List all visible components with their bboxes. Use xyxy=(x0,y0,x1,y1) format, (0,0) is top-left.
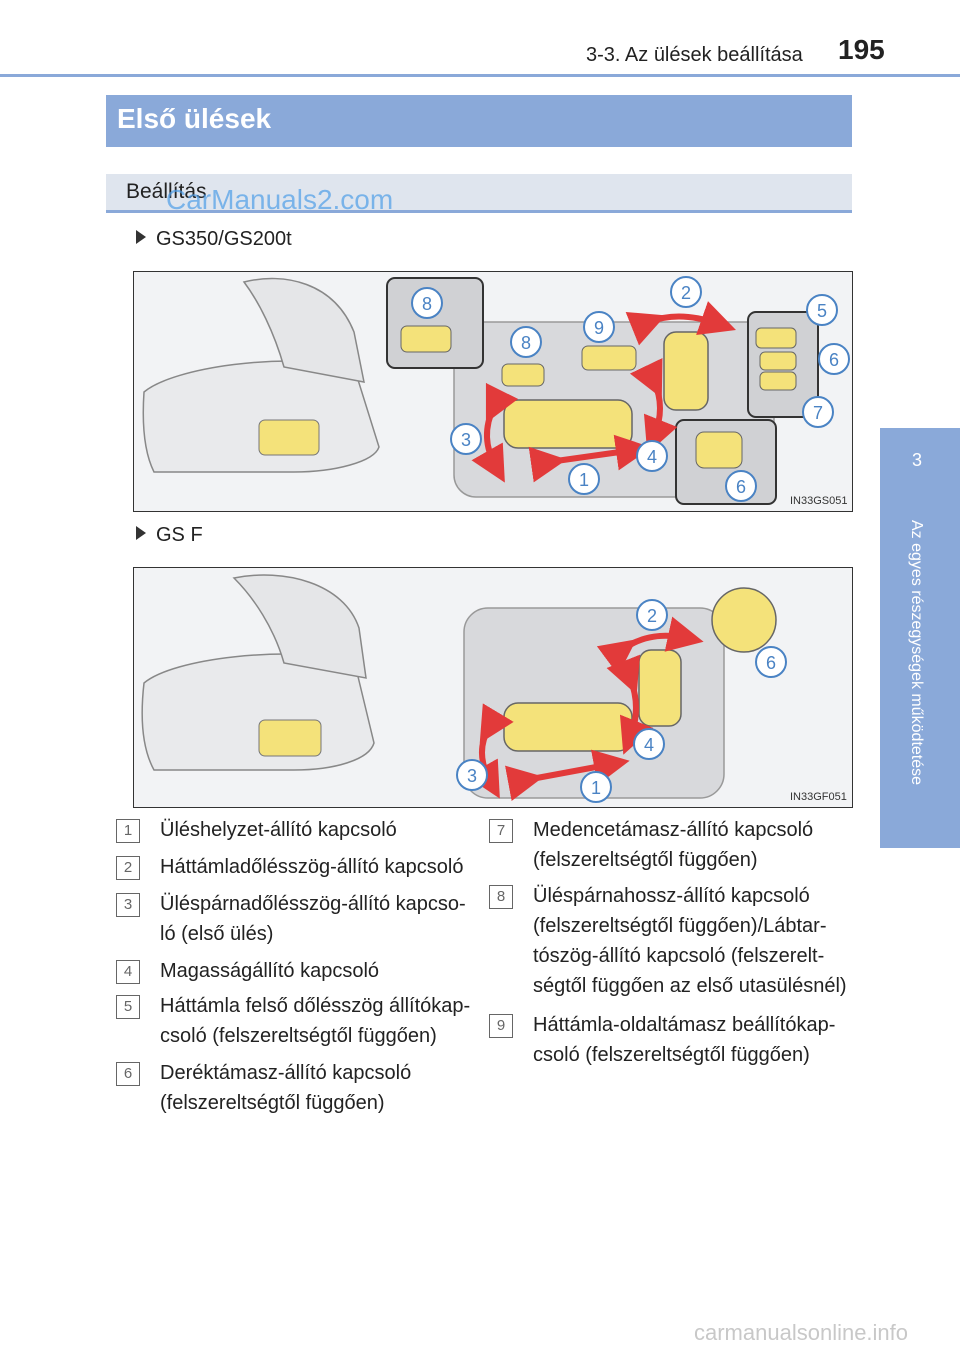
bullet-triangle-icon xyxy=(136,526,146,540)
svg-text:9: 9 xyxy=(594,318,604,338)
chapter-side-tab xyxy=(880,428,960,848)
figure-gsf: 2 6 4 3 1 IN33GF051 xyxy=(133,567,853,808)
callout-4 xyxy=(636,440,668,472)
figure-gs350: 8 8 9 2 5 6 7 3 4 1 6 IN33GS051 xyxy=(133,271,853,512)
svg-text:3: 3 xyxy=(461,430,471,450)
callout-6-right xyxy=(818,343,850,375)
legend-text: Háttámladőlésszög-állító kapcsoló xyxy=(160,856,464,878)
legend-number: 6 xyxy=(116,1062,140,1086)
svg-text:2: 2 xyxy=(681,283,691,303)
side-tab-text: Az egyes részegységek működtetése xyxy=(908,520,925,786)
callout-2 xyxy=(670,276,702,308)
subsection-title: Beállítás xyxy=(126,180,207,203)
side-tab-number: 3 xyxy=(912,450,923,470)
callout-9 xyxy=(583,311,615,343)
svg-text:6: 6 xyxy=(736,477,746,497)
legend-number: 8 xyxy=(489,885,513,909)
bullet-triangle-icon xyxy=(136,230,146,244)
legend-text: Üléshelyzet-állító kapcsoló xyxy=(160,819,397,841)
callout-8 xyxy=(510,326,542,358)
legend-number: 9 xyxy=(489,1014,513,1038)
callout-1-gsf xyxy=(580,771,612,803)
svg-text:5: 5 xyxy=(817,301,827,321)
svg-text:1: 1 xyxy=(579,470,589,490)
legend-number: 4 xyxy=(116,960,140,984)
variant-label-text: GS350/GS200t xyxy=(156,228,292,250)
callout-4-gsf xyxy=(633,728,665,760)
svg-text:6: 6 xyxy=(766,653,776,673)
svg-text:6: 6 xyxy=(829,350,839,370)
seat-side-switch xyxy=(258,419,320,456)
cushion-switch xyxy=(503,399,633,449)
callout-7 xyxy=(802,396,834,428)
svg-text:4: 4 xyxy=(644,735,654,755)
seat-switch-illustration-gs350: 8 8 9 2 5 6 7 3 4 1 6 xyxy=(142,276,850,505)
subsection-bar xyxy=(106,174,852,210)
legend-text: Magasságállító kapcsoló xyxy=(160,960,380,982)
callout-5 xyxy=(806,294,838,326)
callout-6-bottom xyxy=(725,470,757,502)
legend-number: 7 xyxy=(489,819,513,843)
svg-text:8: 8 xyxy=(521,333,531,353)
svg-text:3: 3 xyxy=(467,766,477,786)
legend-text: Háttámla felső dőlésszög állítókap-csoló… xyxy=(160,995,471,1047)
seat-switch-illustration-gsf: 2 6 4 3 1 xyxy=(141,574,787,803)
backrest-switch xyxy=(663,331,709,411)
backrest-switch-gsf xyxy=(638,649,682,727)
figure-code-gsf: IN33GF051 xyxy=(790,791,847,803)
variant-label-1: GS350/GS200t xyxy=(136,228,292,251)
section-title-bar xyxy=(106,95,852,147)
svg-text:2: 2 xyxy=(647,606,657,626)
side-support-switch xyxy=(581,345,637,371)
legend-text: Medencetámasz-állító kapcsoló (felszerel… xyxy=(533,819,814,871)
variant-label-2: GS F xyxy=(136,524,203,547)
svg-text:4: 4 xyxy=(647,447,657,467)
callout-6-gsf xyxy=(755,646,787,678)
figure-code-gs350: IN33GS051 xyxy=(790,495,848,507)
header-rule xyxy=(0,74,960,77)
cushion-switch-gsf xyxy=(503,702,633,752)
watermark-text: CarManuals2.com xyxy=(166,184,394,215)
subsection-rule xyxy=(106,210,852,213)
legend-text: Üléspárnahossz-állító kapcsoló (felszere… xyxy=(533,885,847,997)
callout-2-gsf xyxy=(636,599,668,631)
callout-3-gsf xyxy=(456,759,488,791)
cushion-length-switch xyxy=(501,363,545,387)
callout-3 xyxy=(450,423,482,455)
callout-8-top xyxy=(411,287,443,319)
chapter-heading: 3-3. Az ülések beállítása xyxy=(586,44,803,66)
section-title: Első ülések xyxy=(117,103,272,134)
legend-number: 1 xyxy=(116,819,140,843)
svg-text:7: 7 xyxy=(813,403,823,423)
legend-text: Háttámla-oldaltámasz beállítókap-csoló (… xyxy=(533,1014,836,1066)
page-number: 195 xyxy=(838,34,885,65)
svg-text:1: 1 xyxy=(591,778,601,798)
callout-1 xyxy=(568,463,600,495)
legend-number: 3 xyxy=(116,893,140,917)
variant-label-text: GS F xyxy=(156,524,203,546)
seat-outline xyxy=(142,360,380,473)
footer-watermark: carmanualsonline.info xyxy=(694,1320,909,1345)
lumbar-knob xyxy=(711,587,777,653)
legend-text: Deréktámasz-állító kapcsoló (felszerelts… xyxy=(160,1062,412,1114)
svg-text:8: 8 xyxy=(422,294,432,314)
legend-text: Üléspárnadőlésszög-állító kapcso-ló (els… xyxy=(160,893,466,945)
legend-number: 2 xyxy=(116,856,140,880)
legend-number: 5 xyxy=(116,995,140,1019)
